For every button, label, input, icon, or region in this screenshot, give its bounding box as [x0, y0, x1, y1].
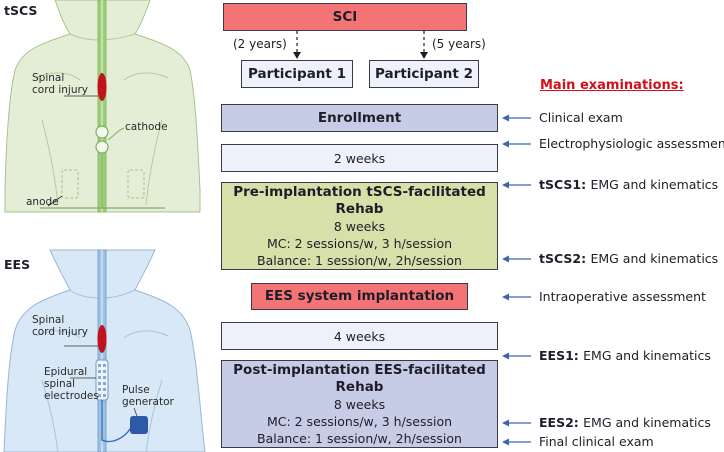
- exam-arrow-head-icon: [502, 352, 509, 360]
- exam-arrow-head-icon: [502, 114, 509, 122]
- exam-arrow-head-icon: [502, 255, 509, 263]
- participant2-box: Participant 2: [369, 60, 479, 88]
- exam-item-text: EMG and kinematics: [590, 251, 719, 266]
- anode-label: anode: [26, 196, 59, 208]
- weeks-box-1: 2 weeks: [221, 144, 498, 172]
- exam-item-text: Final clinical exam: [539, 434, 654, 449]
- ees-torso-figure: [3, 249, 206, 452]
- exam-item: tSCS2: EMG and kinematics: [539, 251, 718, 266]
- tscs-panel-label: tSCS: [4, 3, 38, 18]
- ees-panel-label: EES: [4, 257, 31, 272]
- weeks-box-2: 4 weeks: [221, 322, 498, 350]
- main-examinations-header: Main examinations:: [540, 78, 684, 93]
- exam-item: Electrophysiologic assessment: [539, 136, 724, 151]
- duration-right: (5 years): [432, 37, 486, 51]
- exam-item: EES2: EMG and kinematics: [539, 415, 711, 430]
- exam-item: Intraoperative assessment: [539, 289, 706, 304]
- tscs-injury-label: Spinal cord injury: [32, 72, 89, 96]
- electrodes-label: Epidural spinal electrodes: [44, 366, 99, 402]
- exam-item-text: Electrophysiologic assessment: [539, 136, 724, 151]
- pulse-generator-icon: [130, 416, 148, 434]
- exam-item-code: tSCS2:: [539, 251, 591, 266]
- exam-item-text: EMG and kinematics: [590, 177, 719, 192]
- exam-arrow-head-icon: [502, 419, 509, 427]
- exam-item-code: EES2:: [539, 415, 584, 430]
- sci-box: SCI: [223, 3, 467, 31]
- generator-label: Pulse generator: [122, 384, 174, 408]
- exam-item-text: EMG and kinematics: [583, 415, 711, 430]
- ees-injury-label: Spinal cord injury: [32, 314, 89, 338]
- duration-left: (2 years): [233, 37, 287, 51]
- exam-item: Clinical exam: [539, 110, 623, 125]
- exam-item-text: EMG and kinematics: [583, 348, 711, 363]
- enrollment-box: Enrollment: [221, 104, 498, 132]
- participant1-box: Participant 1: [241, 60, 353, 88]
- exam-item-code: tSCS1:: [539, 177, 591, 192]
- tscs-torso-figure: [4, 0, 201, 213]
- cathode-label: cathode: [125, 121, 168, 133]
- exam-item-text: Clinical exam: [539, 110, 623, 125]
- anatomy-illustrations: [3, 0, 206, 452]
- pre-implantation-rehab-box: Pre-implantation tSCS-facilitated Rehab …: [221, 182, 498, 270]
- exam-arrow-head-icon: [502, 438, 509, 446]
- ees-implantation-box: EES system implantation: [251, 283, 468, 310]
- exam-arrow-head-icon: [502, 293, 509, 301]
- exam-item: Final clinical exam: [539, 434, 654, 449]
- exam-item-text: Intraoperative assessment: [539, 289, 706, 304]
- post-implantation-rehab-box: Post-implantation EES-facilitated Rehab …: [221, 360, 498, 448]
- exam-item: tSCS1: EMG and kinematics: [539, 177, 718, 192]
- exam-arrow-head-icon: [502, 140, 509, 148]
- exam-item: EES1: EMG and kinematics: [539, 348, 711, 363]
- exam-item-code: EES1:: [539, 348, 584, 363]
- exam-arrow-head-icon: [502, 181, 509, 189]
